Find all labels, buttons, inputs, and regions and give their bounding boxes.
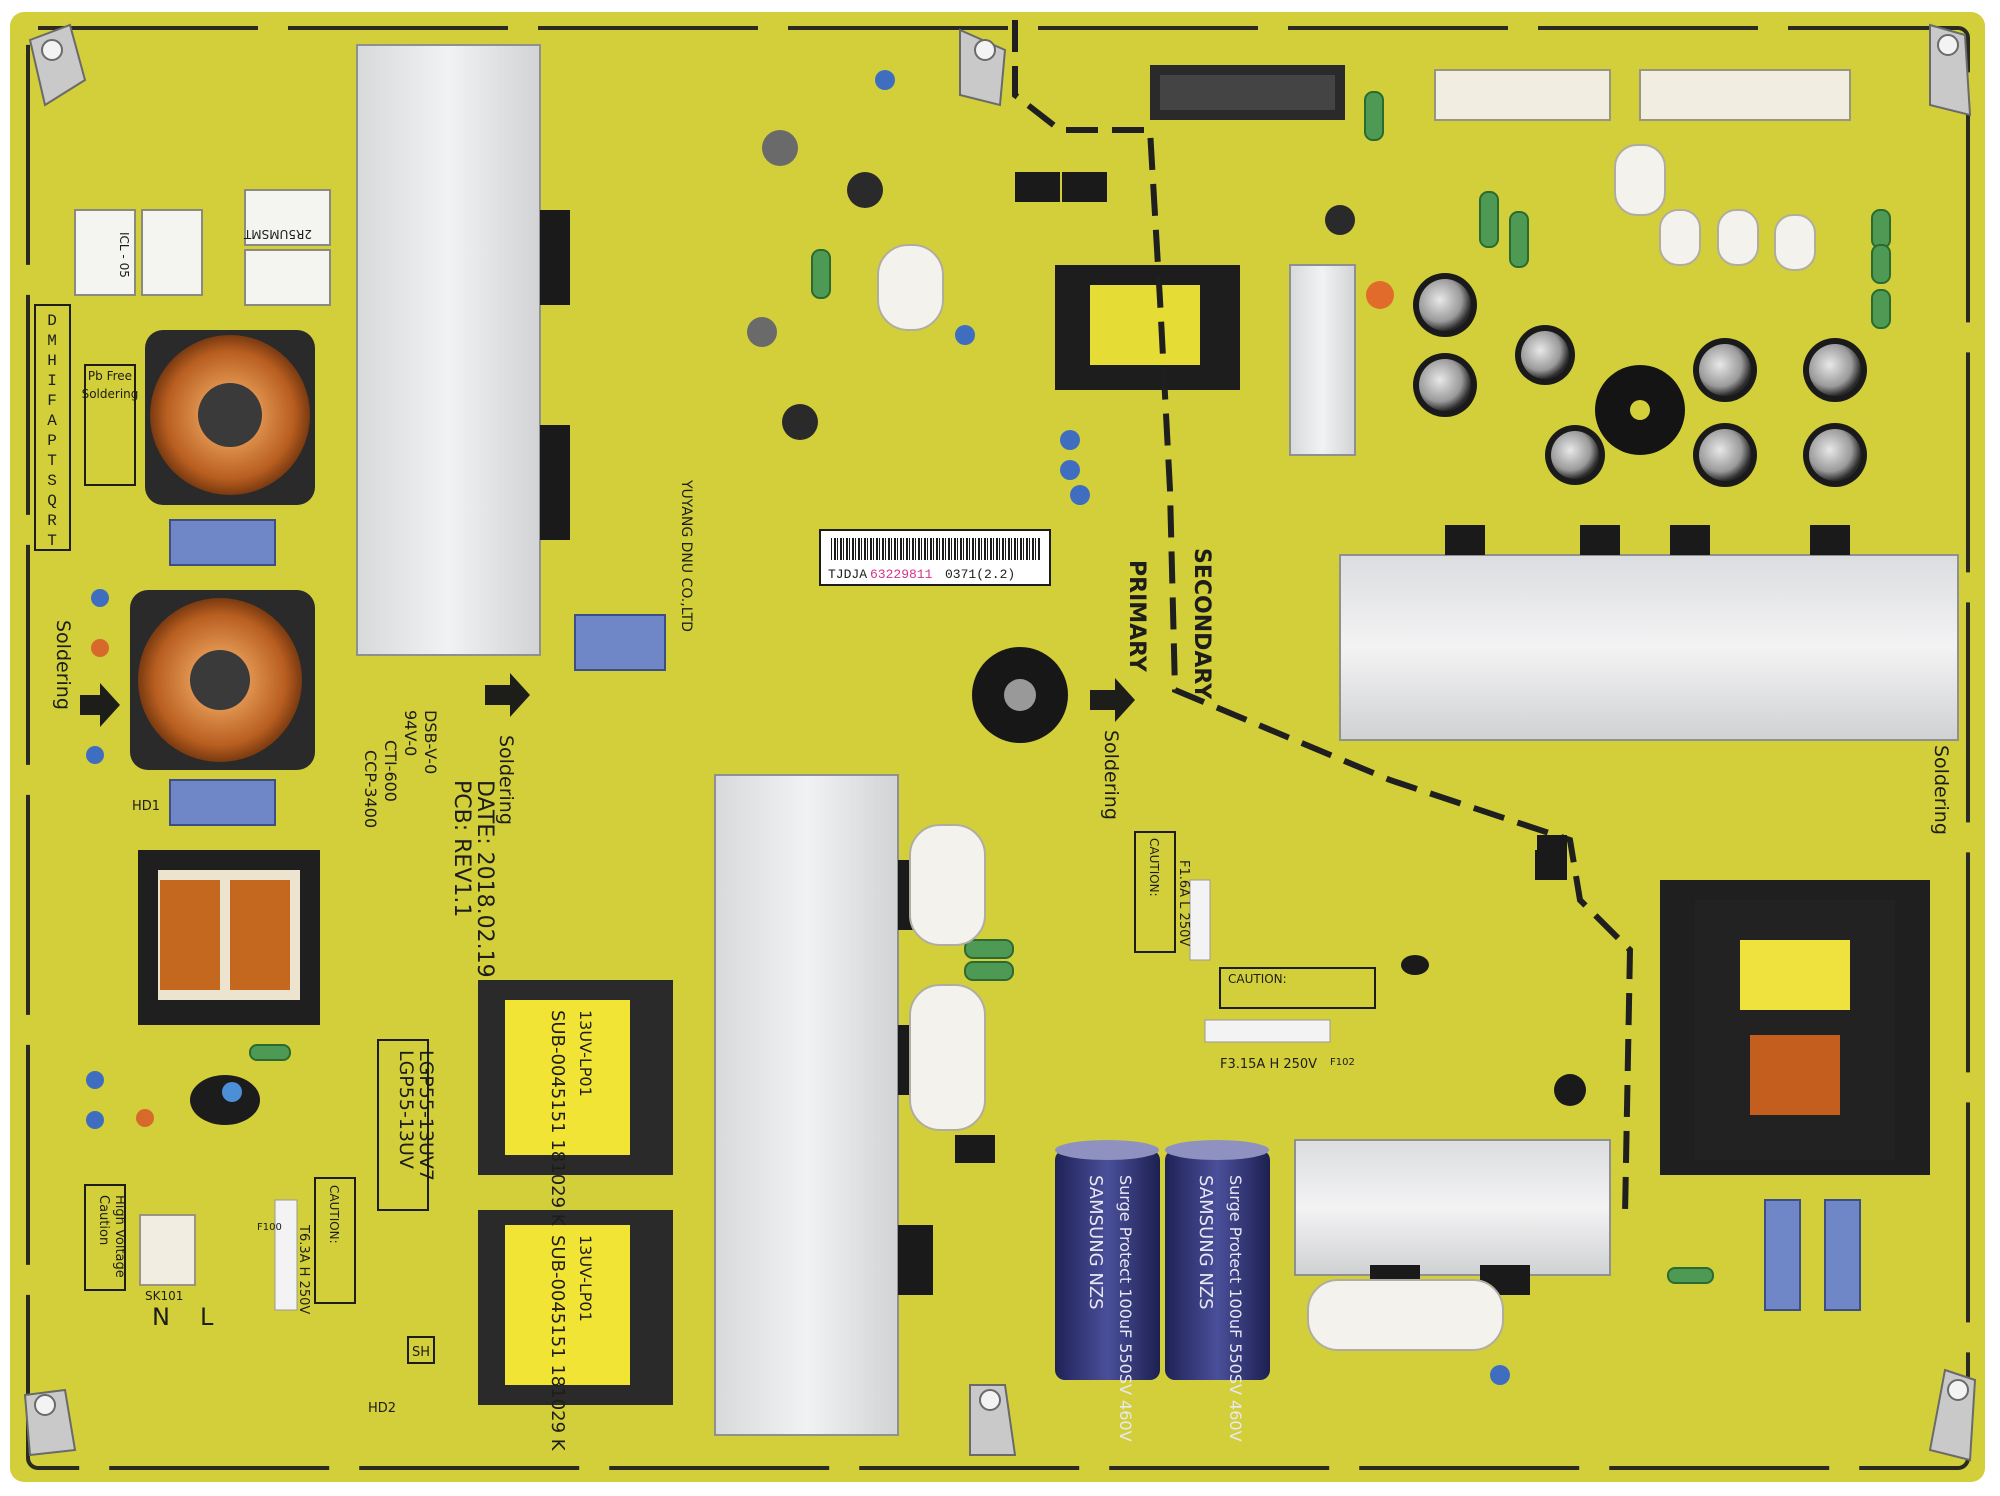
solder-direction-arrow-1 [485,673,530,717]
isolation-boundary [1012,20,1634,1216]
caution-main-label: CAUTION: [327,1185,341,1244]
secondary-transformer [1660,880,1930,1175]
fuse-main-rating: T6.3A H 250V [296,1224,311,1314]
pin-letter-1: M [47,332,57,350]
sh-label: SH [412,1345,430,1360]
pin-letter-8: S [47,472,57,490]
icl-label: ICL - 05 [117,232,131,278]
barcode-serial: 63229811 [870,567,933,582]
resistors [249,91,1891,1284]
solder-direction-arrow-2 [1090,678,1135,722]
toroid-choke-2 [130,590,315,770]
icl-sub-label: 2R5UMSMT [243,227,312,241]
main-transformer-bottom [478,1210,673,1405]
white-bobbins [877,144,1816,1351]
heatsink-secondary [1339,554,1959,741]
fuse-ref-secondary: F102 [1330,1057,1355,1068]
part-number-alt: LGP55-13UV7 [415,1050,437,1181]
center-mount-hole-inner [1004,679,1036,711]
fuse-mid-rating: F1.6A L 250V [1176,860,1191,946]
caution-secondary-label: CAUTION: [1228,972,1287,986]
pb-free-soldering-label: Soldering [82,387,139,401]
caution-mid-label: CAUTION: [1147,838,1161,897]
hd2-label: HD2 [368,1401,396,1416]
transformer-sub-bottom: 13UV-LP01 [576,1235,595,1322]
pin-letter-10: R [47,512,57,530]
transformer-sub-top: 13UV-LP01 [576,1010,595,1097]
caution-block-main [314,1177,356,1304]
icl-thermistors [74,189,331,306]
ccp-rating: CCP-3400 [361,750,380,828]
part-number: LGP55-13UV [395,1050,417,1169]
secondary-label: SECONDARY [1189,548,1214,700]
solder-direction-arrow-3 [80,683,120,727]
fuses [274,879,1331,1311]
barcode-label [819,529,1051,586]
cti-rating: CTI-600 [381,740,400,802]
caution-label: Caution [96,1195,111,1245]
sk101-label: SK101 [145,1289,183,1303]
neutral-label: N [152,1303,170,1331]
pin-letter-4: F [47,392,57,410]
rubber-grommet-center [1630,400,1650,420]
fuse-ref-main: F100 [257,1222,282,1233]
sh-box [407,1336,435,1364]
pin-letter-11: T [47,532,57,550]
pin-letter-7: T [47,452,57,470]
bulk-capacitor-1 [1055,1140,1160,1380]
barcode-prefix: TJDJA [828,567,867,582]
heatsink-primary-left [356,44,541,656]
pb-free-box [84,364,136,486]
capacitor-brand-2: SAMSUNG NZS [1195,1175,1216,1310]
heatsink-primary-bottom [714,774,899,1436]
line-label: L [200,1303,214,1331]
transformer-label-top: SUB-0045151 181029 K [547,1010,568,1227]
pb-free-label: Pb Free [88,369,132,383]
capacitor-rating-1: Surge Protect 100uF 550SV 460V [1116,1175,1135,1442]
pin-letter-6: P [47,432,57,450]
heatsink-lower-right [1294,1139,1611,1276]
soldering-label-3: Soldering [1930,745,1952,835]
capacitor-brand-1: SAMSUNG NZS [1085,1175,1106,1310]
transformer-label-bottom: SUB-0045151 181029 K [547,1235,568,1452]
mounting-tabs [23,23,1977,1462]
pin-letter-2: H [47,352,57,370]
flammability-rating: 94V-0 [401,710,420,756]
soldering-label-4: Soldering [52,620,74,710]
pin-letter-3: I [47,372,57,390]
pcb-date: DATE: 2018.02.19 [472,780,497,978]
primary-label: PRIMARY [1124,560,1149,673]
barcode-suffix: 0371(2.2) [945,567,1015,582]
manufacturer-label: YUYANG DNU CO.,LTD [678,479,694,632]
pin-letter-column [34,304,71,551]
pin-letter-9: Q [47,492,57,510]
pcb-revision: PCB: REV1.1 [449,780,474,917]
x-capacitors [169,519,1861,1311]
dsbve-rating: DSB-V-0 [421,710,440,774]
hd1-label: HD1 [132,799,160,814]
soldering-label-1: Soldering [495,735,517,825]
main-transformer-top [478,980,673,1175]
connectors [139,65,1851,1286]
pin-letter-5: A [47,412,57,430]
standby-transformer [1055,265,1240,390]
pin-letter-0: D [47,312,57,330]
line-filter-inductor [138,850,320,1025]
fuse-secondary-rating: F3.15A H 250V [1220,1057,1317,1072]
output-capacitors [1413,273,1867,487]
toroid-choke-1 [145,330,315,505]
capacitor-rating-2: Surge Protect 100uF 550SV 460V [1226,1175,1245,1442]
bulk-capacitor-2 [1165,1140,1270,1380]
heatsink-small [1289,264,1356,456]
part-number-box [377,1039,429,1211]
high-voltage-label: High Voltage [112,1195,127,1278]
soldering-label-2: Soldering [1100,730,1122,820]
pcb-border-line [26,26,1970,1470]
caution-block-secondary [1219,967,1376,1009]
caution-block-mid [1134,831,1176,953]
high-voltage-box [84,1184,126,1291]
